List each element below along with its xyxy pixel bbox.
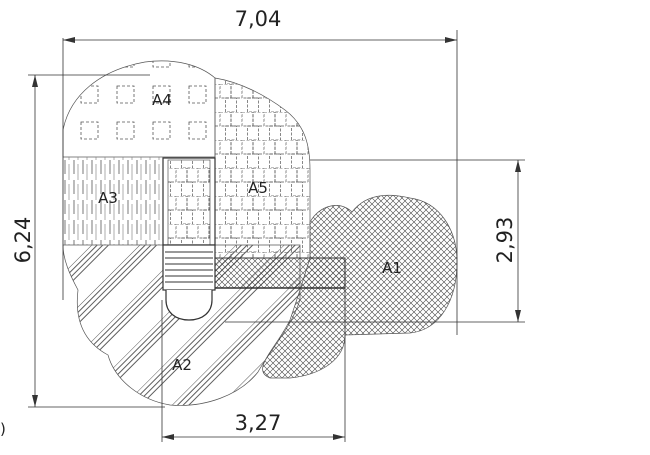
dimension-lines: [28, 30, 525, 442]
zone-a1: [262, 194, 458, 379]
dim-total-height: 6,24: [11, 217, 35, 264]
tower-slide-structure: [162, 157, 346, 321]
zone-label-a5: A5: [248, 179, 268, 197]
dim-bottom-width: 3,27: [235, 411, 282, 435]
zone-a4: [62, 60, 216, 158]
dimension-arrows: [32, 37, 521, 440]
zone-label-a4: A4: [152, 91, 172, 109]
zone-a5: [214, 77, 311, 259]
dim-total-width: 7,04: [235, 7, 282, 31]
dim-right-height: 2,93: [493, 217, 517, 264]
margin-mark: ): [0, 420, 6, 438]
zone-label-a3: A3: [98, 189, 118, 207]
zone-label-a2: A2: [172, 356, 192, 374]
zone-label-a1: A1: [382, 259, 402, 277]
